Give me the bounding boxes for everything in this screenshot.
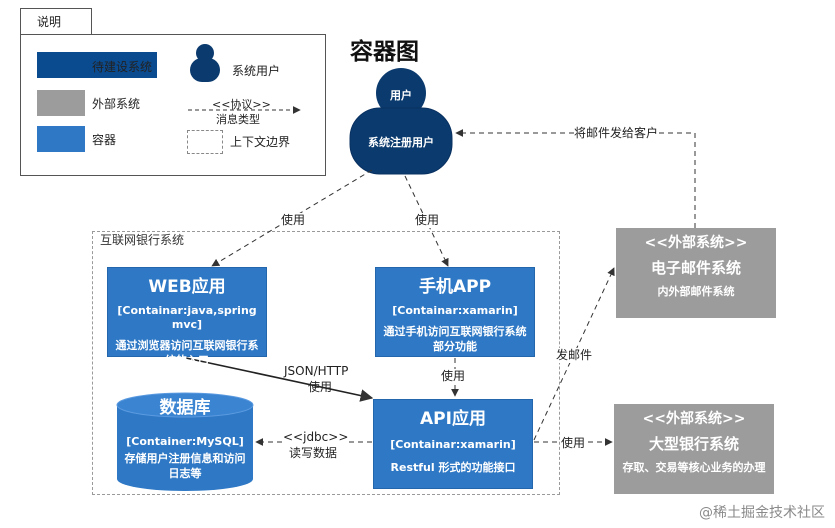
legend-person-icon: [190, 44, 220, 82]
edge-label-web-api-type: 使用: [308, 380, 333, 394]
external-bank-desc: 存取、交易等核心业务的办理: [622, 461, 766, 474]
legend-label-system-user: 系统用户: [232, 64, 281, 78]
legend-label-to-build: 待建设系统: [92, 60, 153, 74]
boundary-label: 互联网银行系统: [100, 233, 185, 247]
external-email-name: 电子邮件系统: [650, 259, 741, 277]
legend-boundary-sample: [187, 130, 223, 154]
container-mobile-title: 手机APP: [418, 277, 492, 297]
system-boundary: [92, 231, 560, 495]
external-bank-stereotype: <<外部系统>>: [642, 411, 746, 427]
legend-swatch-external: [37, 90, 85, 116]
edge-label-mobile-api: 使用: [441, 369, 466, 384]
container-api: API应用 [Containar:xamarin] Restful 形式的功能接…: [373, 399, 533, 489]
legend-swatch-to-build: [37, 52, 157, 78]
edge-label-api-bank: 使用: [561, 436, 586, 451]
container-db-desc: 存储用户注册信息和访问日志等: [124, 452, 246, 480]
legend-label-protocol: <<协议>>: [212, 98, 271, 111]
container-mobile: 手机APP [Containar:xamarin] 通过手机访问互联网银行系统部…: [375, 267, 535, 357]
container-web-title: WEB应用: [148, 277, 226, 297]
container-api-tech: [Containar:xamarin]: [390, 438, 516, 451]
container-db-tech: [Container:MySQL]: [126, 435, 244, 448]
legend-label-context-boundary: 上下文边界: [230, 135, 291, 149]
edge-label-api-db-protocol: <<jdbc>>: [283, 430, 349, 445]
edge-label-email-user: 将邮件发给客户: [574, 126, 659, 141]
legend-label-container: 容器: [92, 133, 117, 147]
container-web-tech: [Containar:java,spring mvc]: [117, 304, 257, 331]
edge-label-api-db-type: 读写数据: [289, 446, 338, 460]
watermark: @稀土掘金技术社区: [699, 505, 825, 521]
person-role: 用户: [390, 89, 412, 102]
container-mobile-desc: 通过手机访问互联网银行系统部分功能: [383, 325, 527, 353]
edge-label-web-api-protocol: JSON/HTTP: [284, 364, 349, 378]
external-bank-name: 大型银行系统: [648, 435, 739, 453]
container-web: WEB应用 [Containar:java,spring mvc] 通过浏览器访…: [107, 267, 267, 367]
edge-label-api-email: 发邮件: [556, 348, 593, 363]
container-db: 数据库 [Container:MySQL] 存储用户注册信息和访问日志等: [117, 395, 253, 491]
container-api-title: API应用: [420, 409, 486, 429]
container-web-desc: 通过浏览器访问互联网银行系统的入口: [115, 339, 259, 367]
legend-label-external: 外部系统: [92, 97, 141, 111]
person-name: 系统注册用户: [368, 136, 434, 149]
edge-label-user-mobile: 使用: [415, 213, 440, 228]
container-db-title: 数据库: [159, 398, 211, 418]
legend-label-message-type: 消息类型: [216, 113, 260, 126]
edge-email-to-user: [455, 129, 696, 228]
edge-web-to-api: [185, 357, 374, 402]
database-cylinder: [116, 392, 254, 491]
legend-tab: 说明: [20, 8, 92, 35]
external-email-stereotype: <<外部系统>>: [644, 235, 748, 251]
external-email-desc: 内外部邮件系统: [657, 285, 735, 298]
external-email-system: <<外部系统>> 电子邮件系统 内外部邮件系统: [616, 228, 776, 318]
edge-label-user-web: 使用: [281, 213, 306, 228]
external-bank-system: <<外部系统>> 大型银行系统 存取、交易等核心业务的办理: [614, 404, 774, 494]
legend-swatch-container: [37, 126, 85, 152]
container-api-desc: Restful 形式的功能接口: [390, 461, 516, 474]
diagram-title: 容器图: [350, 39, 419, 65]
person-registered-user: [349, 68, 453, 175]
container-mobile-tech: [Containar:xamarin]: [392, 304, 518, 317]
